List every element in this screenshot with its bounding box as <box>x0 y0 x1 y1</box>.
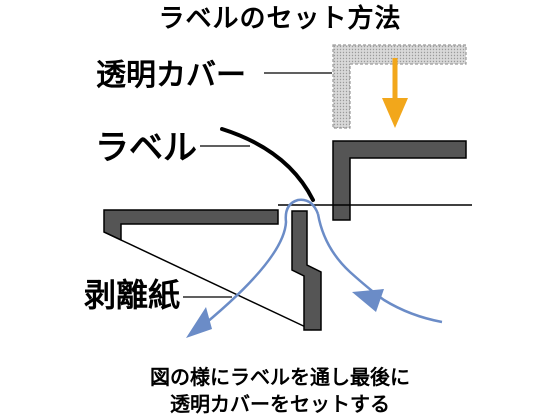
instruction-caption: 図の様にラベルを通し最後に 透明カバーをセットする <box>0 364 560 418</box>
label-path-line <box>316 213 443 324</box>
diagram-title: ラベルのセット方法 <box>158 4 402 34</box>
release-paper-label: 剥離紙 <box>84 276 181 314</box>
label-path-line-loop <box>194 198 320 333</box>
transparent-cover-label: 透明カバー <box>96 58 246 93</box>
left-frame <box>103 209 279 242</box>
label-curve <box>220 127 315 202</box>
caption-line-1: 図の様にラベルを通し最後に <box>150 365 410 389</box>
transparent-cover <box>332 44 467 129</box>
arrow-icon <box>352 289 384 312</box>
cover-holder-frame <box>332 140 467 221</box>
arrow-icon <box>186 307 212 338</box>
paper-diagonal-line <box>103 231 313 331</box>
slit-piece <box>291 210 322 331</box>
label-label: ラベル <box>95 128 197 168</box>
caption-line-2: 透明カバーをセットする <box>170 392 390 416</box>
down-arrow-icon <box>382 58 408 128</box>
